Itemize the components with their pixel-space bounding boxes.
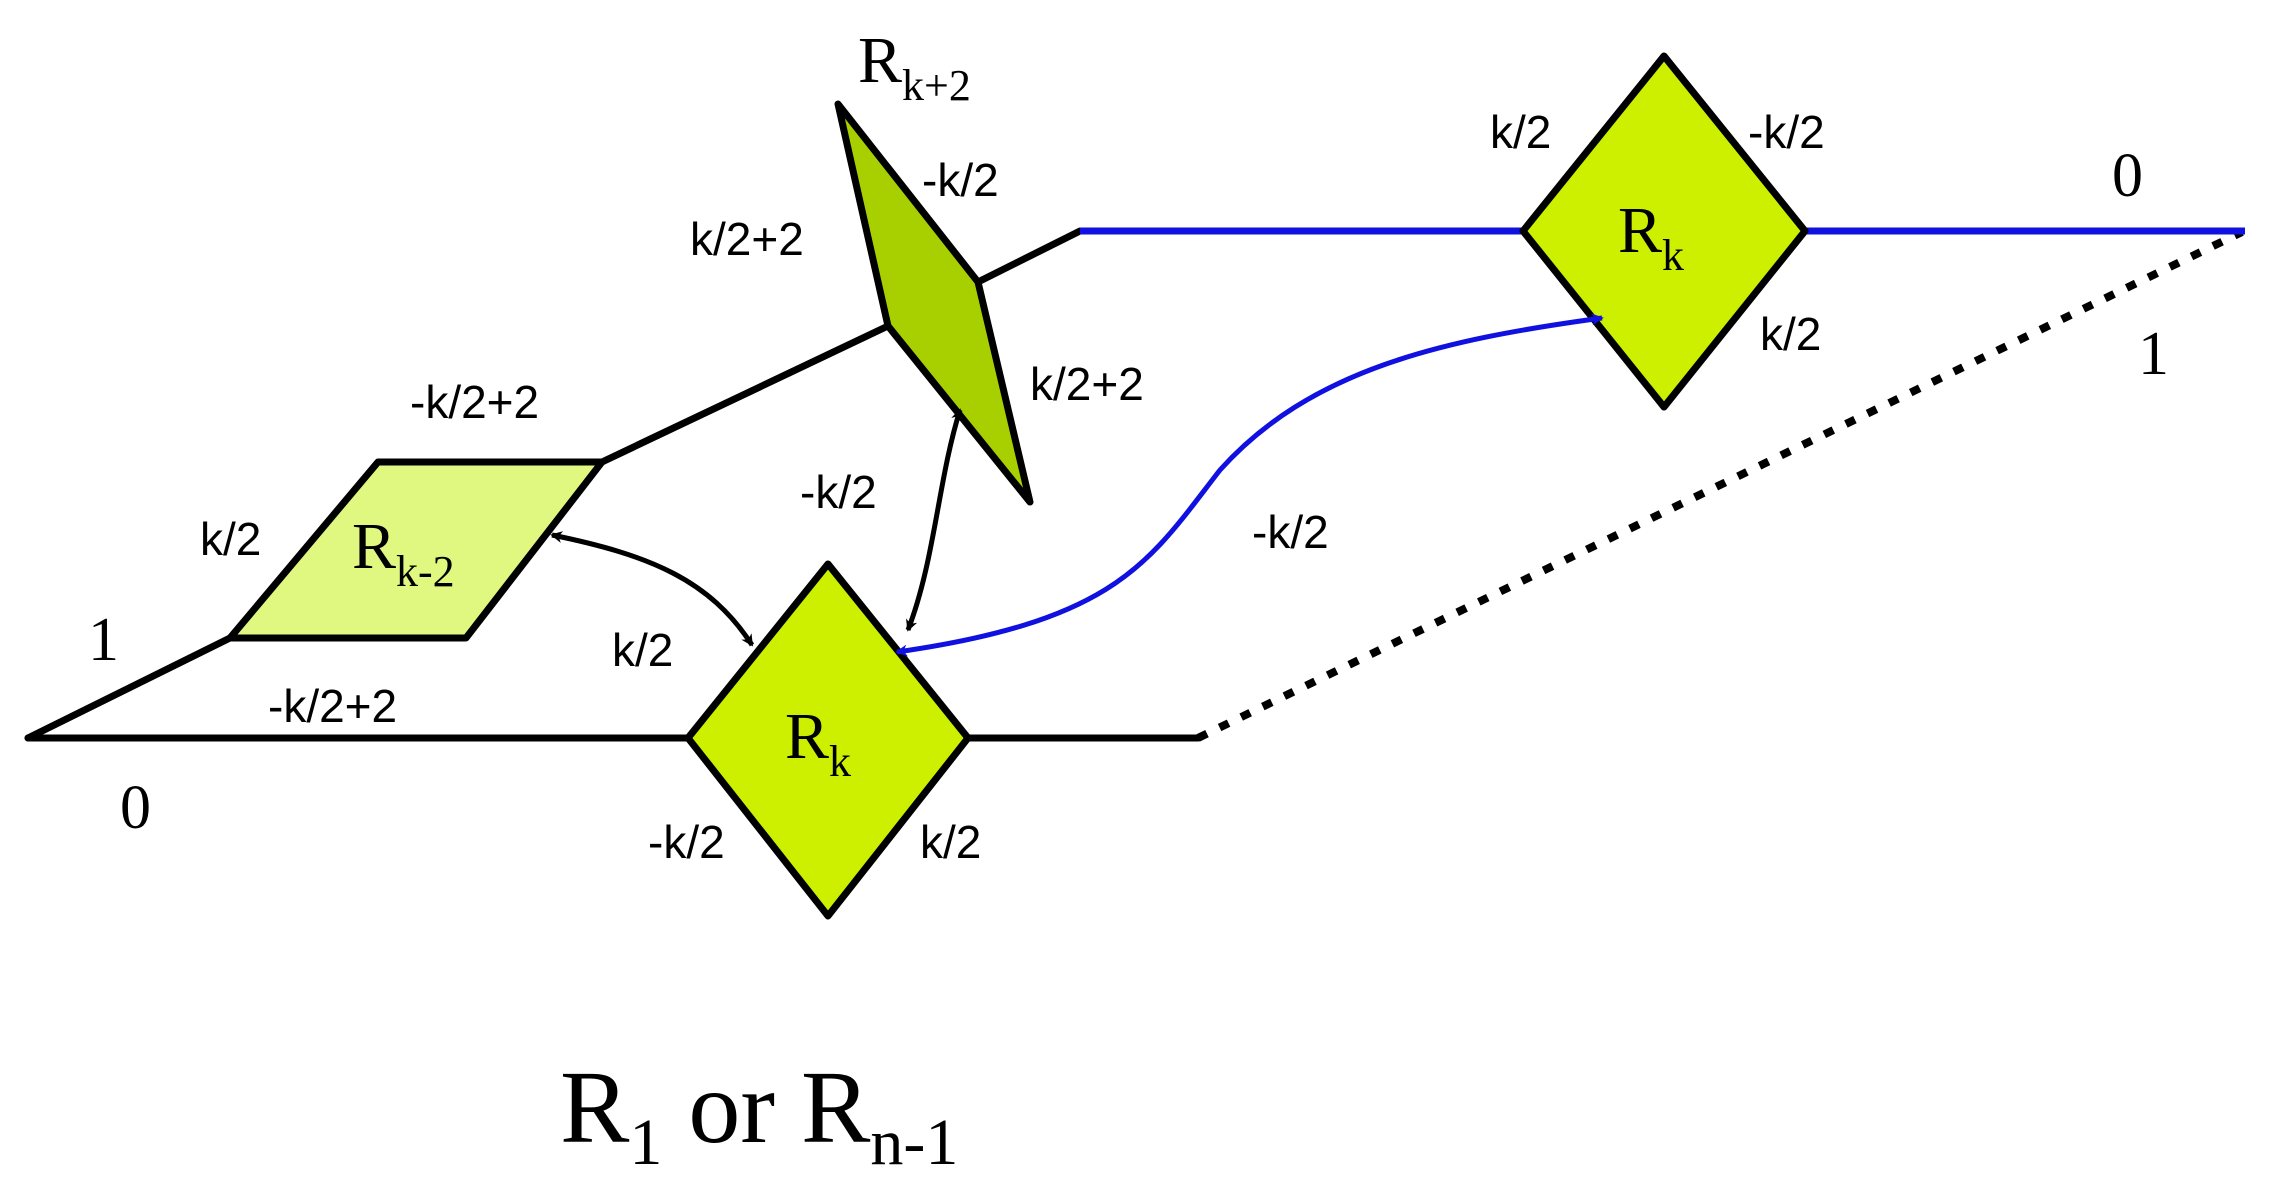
label-bottom-edge: -k/2+2 xyxy=(268,680,397,732)
label-r-k-right: Rk xyxy=(1618,194,1684,280)
label-one-left: 1 xyxy=(88,606,119,674)
arrow-rk2-to-rk xyxy=(550,531,755,647)
label-one-right: 1 xyxy=(2138,320,2169,388)
label-rkp2-bottom-left: -k/2 xyxy=(800,466,877,518)
label-zero-left: 0 xyxy=(120,774,151,842)
label-r-k-minus-2: Rk-2 xyxy=(352,510,455,596)
upper-edge-line-1 xyxy=(598,322,892,466)
label-rkp2-right: k/2+2 xyxy=(1030,358,1144,410)
label-rk-right-bottom-right: k/2 xyxy=(1760,308,1821,360)
label-rk-center-top-left: k/2 xyxy=(612,624,673,676)
label-rk2-top: -k/2+2 xyxy=(410,376,539,428)
shape-r-k-minus-2 xyxy=(226,458,606,642)
upper-edge-line-2 xyxy=(974,227,1084,286)
label-blue-curve: -k/2 xyxy=(1252,506,1329,558)
label-r-k-plus-2: Rk+2 xyxy=(858,24,971,110)
label-rkp2-top-right: -k/2 xyxy=(922,154,999,206)
bottom-edge-line xyxy=(24,634,234,742)
label-rk-right-top-right: -k/2 xyxy=(1748,106,1825,158)
label-rk-center-bottom-left: -k/2 xyxy=(648,816,725,868)
label-rkp2-left: k/2+2 xyxy=(690,213,804,265)
label-zero-right: 0 xyxy=(2112,142,2143,210)
label-r-k-center: Rk xyxy=(785,700,851,786)
arrow-rkp2-to-rk xyxy=(905,408,963,632)
label-rk2-left: k/2 xyxy=(200,513,261,565)
label-rk-right-top-left: k/2 xyxy=(1490,106,1551,158)
arrow-blue-rk-to-rk xyxy=(895,313,1604,657)
figure-title: R1 or Rn-1 xyxy=(560,1050,958,1179)
shape-r-k-right xyxy=(1519,52,1809,411)
label-rk-center-bottom-right: k/2 xyxy=(920,816,981,868)
